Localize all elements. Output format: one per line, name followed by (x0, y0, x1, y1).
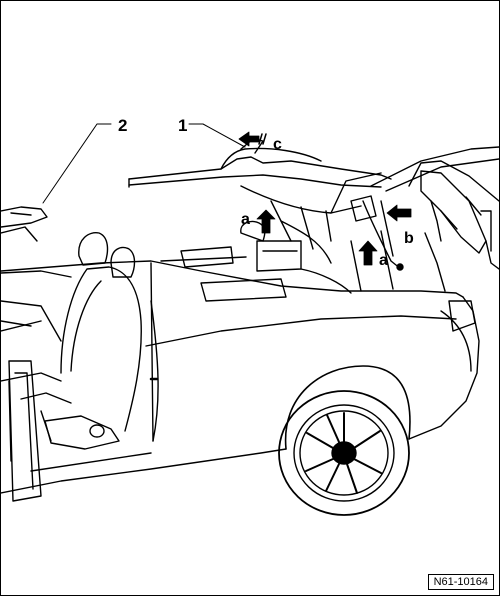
rear-seats (160, 220, 394, 302)
arrow-a-2 (358, 240, 378, 266)
reference-number: N61-10164 (427, 574, 494, 590)
arrow-c (238, 131, 267, 147)
arrow-b (386, 204, 412, 222)
trunk-lid (370, 146, 499, 292)
callout-a-1: a (241, 211, 250, 228)
interior-details (1, 270, 159, 442)
windshield-frame (1, 206, 48, 242)
callout-b: b (404, 230, 414, 247)
open-door (1, 300, 62, 502)
callout-1: 1 (178, 116, 187, 135)
callout-a-2: a (379, 252, 388, 269)
roof-frame (128, 138, 404, 271)
callout-c: c (273, 136, 282, 153)
leader-2 (42, 123, 112, 204)
leader-lines (42, 123, 246, 204)
arrow-a-1 (256, 209, 276, 234)
car-body (1, 260, 480, 494)
leader-1 (188, 123, 246, 148)
callout-2: 2 (118, 116, 127, 135)
front-seat (44, 232, 142, 450)
rear-wheel (278, 365, 411, 516)
